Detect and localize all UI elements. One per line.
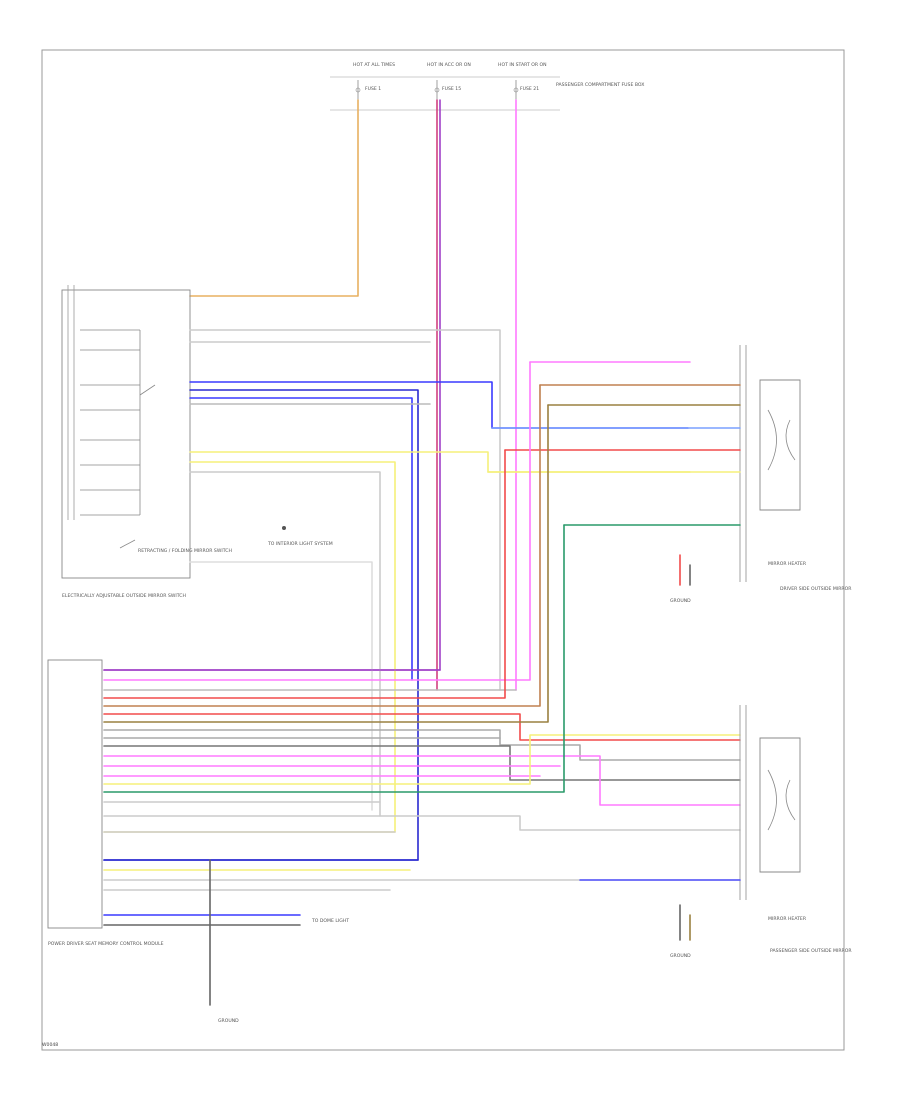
switch-contacts bbox=[80, 329, 156, 549]
wire-feed-orange bbox=[189, 99, 359, 297]
interior-light-connector bbox=[282, 526, 286, 530]
fuse1-id: FUSE 1 bbox=[365, 86, 381, 92]
memory-module-label: POWER DRIVER SEAT MEMORY CONTROL MODULE bbox=[48, 941, 164, 947]
wire-mod-olive bbox=[103, 404, 549, 723]
fuse3-symbol bbox=[513, 80, 519, 100]
fuse-box-note: PASSENGER COMPARTMENT FUSE BOX bbox=[556, 82, 644, 88]
lh-mirror-body bbox=[759, 379, 801, 511]
mirror-switch-label: ELECTRICALLY ADJUSTABLE OUTSIDE MIRROR S… bbox=[62, 593, 186, 599]
fuse2-id: FUSE 15 bbox=[442, 86, 461, 92]
rh-mirror-body bbox=[759, 737, 801, 873]
diagram-frame bbox=[41, 49, 845, 1051]
ground-rh-label: GROUND bbox=[670, 953, 691, 959]
dome-light-label: TO DOME LIGHT bbox=[311, 918, 349, 924]
fuse2-symbol bbox=[434, 80, 440, 100]
wire-switch-blue-2 bbox=[103, 389, 419, 861]
fuse1-top-label: HOT AT ALL TIMES bbox=[353, 62, 395, 68]
wire-mod-grey-5 bbox=[103, 815, 741, 831]
wire-mod-black bbox=[103, 745, 741, 781]
retract-switch-label: RETRACTING / FOLDING MIRROR SWITCH bbox=[138, 548, 232, 554]
ground-lh-label: GROUND bbox=[670, 598, 691, 604]
wire-mod-brown bbox=[103, 384, 541, 707]
rh-mirror-label: PASSENGER SIDE OUTSIDE MIRROR bbox=[770, 948, 852, 954]
lh-mirror-motor bbox=[767, 409, 777, 471]
lh-heater-label: MIRROR HEATER bbox=[768, 561, 807, 567]
wire-mod-red-2 bbox=[103, 713, 741, 741]
wire-switch-grey-4 bbox=[189, 471, 381, 817]
wire-mod-pink-2 bbox=[103, 755, 741, 806]
wire-switch-grey-5 bbox=[189, 561, 373, 811]
wire-mod-yellow bbox=[103, 734, 741, 785]
ground-module-label: GROUND bbox=[218, 1018, 239, 1024]
fuse3-id: FUSE 21 bbox=[520, 86, 539, 92]
interior-light-label: TO INTERIOR LIGHT SYSTEM bbox=[267, 541, 333, 547]
wire-mod-green bbox=[103, 524, 565, 793]
wire-switch-navy bbox=[189, 397, 413, 681]
fuse3-top-label: HOT IN START OR ON bbox=[498, 62, 547, 68]
lh-mirror-label: DRIVER SIDE OUTSIDE MIRROR bbox=[780, 586, 852, 592]
fuse1-symbol bbox=[355, 80, 361, 100]
rh-mirror-motor-2 bbox=[785, 779, 796, 821]
wire-mod-grey-2 bbox=[103, 729, 741, 761]
wire-mod-red-1 bbox=[103, 449, 506, 699]
mirror-switch-box bbox=[61, 289, 191, 579]
rh-mirror-motor bbox=[767, 769, 777, 831]
lh-mirror-motor-2 bbox=[785, 419, 796, 461]
rh-heater-label: MIRROR HEATER bbox=[768, 916, 807, 922]
wire-mod-pink-1 bbox=[103, 361, 531, 681]
footer-code: W0048 bbox=[42, 1042, 58, 1048]
memory-module-box bbox=[47, 659, 103, 929]
wire-switch-grey-1 bbox=[189, 329, 501, 691]
fuse2-top-label: HOT IN ACC OR ON bbox=[427, 62, 471, 68]
